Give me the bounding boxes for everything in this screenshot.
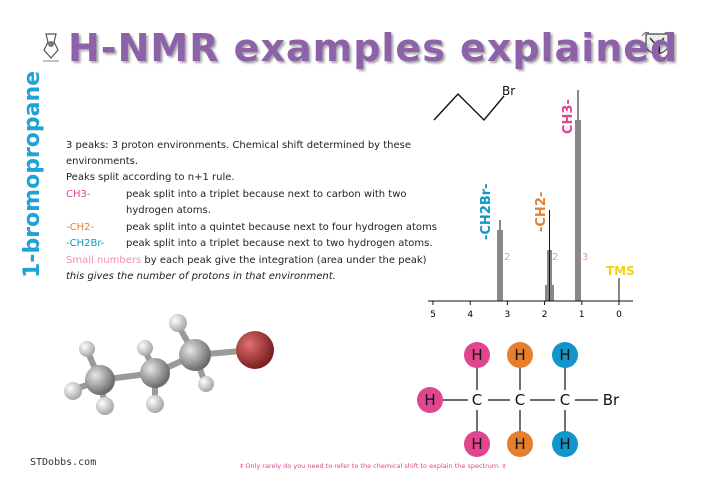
integration-ch2: 2 <box>552 252 558 263</box>
atom-h-bottom-1: H <box>471 435 482 453</box>
peak-label-ch2: -CH2- <box>534 191 549 232</box>
peak-label-ch3: CH3- <box>561 99 576 134</box>
atom-c-1: C <box>472 391 482 409</box>
ball-and-stick-model <box>64 314 274 415</box>
ch3-text-b: hydrogen atoms. <box>126 205 211 216</box>
integration-marks: 2 2 3 <box>504 252 588 263</box>
nmr-spectrum: 5 4 3 2 1 0 2 2 3 <box>428 90 633 320</box>
axis-ticks: 5 4 3 2 1 0 <box>430 301 622 320</box>
integration-note: Small numbers by each peak give the inte… <box>66 253 427 270</box>
left-crest-logo <box>40 30 62 70</box>
atom-h-top-2: H <box>514 346 525 364</box>
right-crest-logo <box>640 28 674 70</box>
atom-br: Br <box>603 391 620 409</box>
axis-tick-label: 2 <box>542 310 548 320</box>
skeletal-br-label: Br <box>502 84 516 98</box>
peak-ch2 <box>545 210 554 301</box>
axis-tick-label: 3 <box>505 310 511 320</box>
ch2br-text: peak split into a triplet because next t… <box>126 238 433 249</box>
atom-c-2: C <box>515 391 525 409</box>
footer-note: ‡ Only rarely do you need to refer to th… <box>240 462 506 470</box>
small-numbers-highlight: Small numbers <box>66 255 142 266</box>
integration-text: by each peak give the integration (area … <box>141 255 427 266</box>
description-line-3: Peaks split according to n+1 rule. <box>66 172 235 183</box>
ch2br-label: -CH2Br- <box>66 238 105 249</box>
description-line-2: environments. <box>66 156 139 167</box>
ch3-text-a: peak split into a triplet because next t… <box>126 189 407 200</box>
atom-h-left: H <box>424 391 435 409</box>
integration-ch3: 3 <box>582 252 588 263</box>
tms-label: TMS <box>606 264 635 278</box>
peak-ch2br <box>497 220 503 301</box>
skeletal-formula <box>433 92 505 122</box>
atom-h-top-1: H <box>471 346 482 364</box>
atom-h-bottom-3: H <box>559 435 570 453</box>
axis-tick-label: 1 <box>579 310 585 320</box>
ch2-label: -CH2- <box>66 222 95 233</box>
italic-note: this gives the number of protons in that… <box>66 271 336 282</box>
atom-h-top-3: H <box>559 346 570 364</box>
atom-c-3: C <box>560 391 570 409</box>
axis-tick-label: 4 <box>467 310 473 320</box>
molecule-name: 1-bromopropane <box>20 70 45 278</box>
displayed-formula: H H H H C C C Br H H H <box>417 342 620 457</box>
page-title: H-NMR examples explained <box>68 26 679 70</box>
atom-h-bottom-2: H <box>514 435 525 453</box>
axis-tick-label: 5 <box>430 310 436 320</box>
description-line-1: 3 peaks: 3 proton environments. Chemical… <box>66 140 412 151</box>
axis-tick-label: 0 <box>616 310 622 320</box>
ch2-text: peak split into a quintet because next t… <box>126 222 437 233</box>
signature: STDobbs.com <box>30 457 97 468</box>
peak-ch3 <box>575 90 581 301</box>
peak-label-ch2br: -CH2Br- <box>479 183 494 240</box>
integration-ch2br: 2 <box>504 252 510 263</box>
ch3-label: CH3- <box>66 189 91 200</box>
